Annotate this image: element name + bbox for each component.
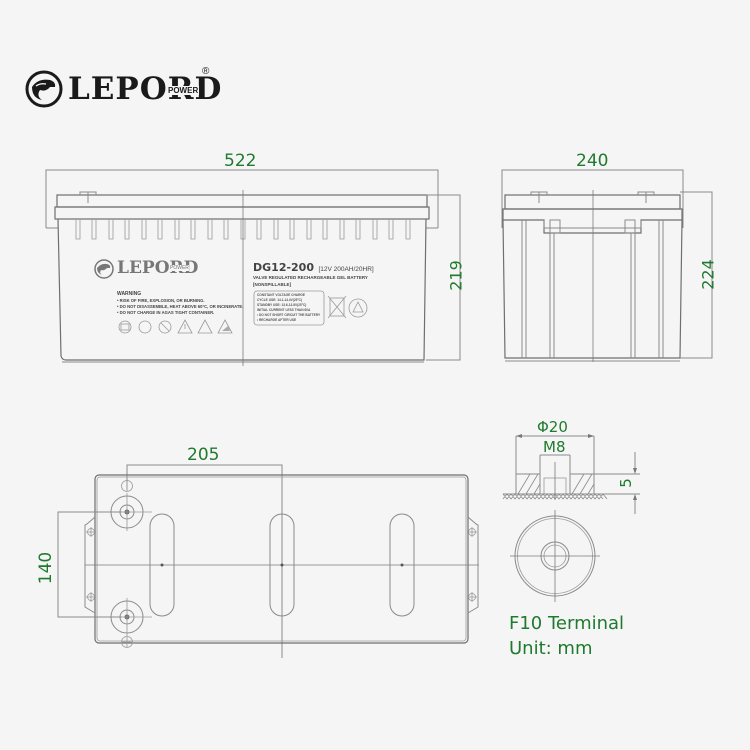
front-view [45,169,461,366]
warning-icons [118,319,233,334]
model-number: DG12-200 [12V 200AH/20HR] [253,258,374,276]
unit-label: Unit: mm [509,638,593,659]
registered-mark: ® [202,66,210,77]
read-manual-icon [118,320,132,334]
charge-info-box [253,290,325,326]
no-flame-icon [158,320,172,334]
terminal-top-view [510,510,600,602]
vent-slot [149,513,175,617]
acid-hazard-icon [197,319,213,334]
warning-line: • DO NOT DISASSEMBLE, HEAT ABOVE 60°C, O… [117,304,244,309]
vent-slot [269,513,295,617]
dim-terminal-spacing: 205 [187,445,220,465]
charge-line: • DO NOT SHORT CIRCUIT THE BATTERY [257,313,321,317]
caution-icon [177,319,193,334]
dim-terminal-pitch: 140 [36,551,56,585]
front-label-logo [94,259,114,279]
dim-height-side: 224 [698,259,718,290]
charge-info: CONSTANT VOLTAGE CHARGE CYCLE USE: 14.1-… [257,293,320,323]
brand-logo: LEPORD POWER ® [22,66,222,110]
battery-type-line: VALVE REGULATED RECHARGEABLE GEL BATTERY [253,275,368,280]
side-view [501,169,713,362]
front-label-brand: LEPORD POWER [117,258,198,278]
front-label-brand-sub: POWER [170,265,189,271]
terminal-section [502,434,640,514]
battery-type-line: [NONSPILLABLE] [253,282,291,287]
model-name: DG12-200 [253,261,314,274]
dim-outer-diameter: Φ20 [537,418,568,436]
battery-type: VALVE REGULATED RECHARGEABLE GEL BATTERY… [253,274,368,288]
leopard-head-icon [25,70,63,108]
charge-line: INITIAL CURRENT LESS THAN 60A [257,308,311,312]
charge-line: • RECHARGE AFTER USE [257,318,297,322]
charge-line: CONSTANT VOLTAGE CHARGE [257,293,305,297]
warning-line: • DO NOT CHARGE IN AGAS TIGHT CONTAINER. [117,310,215,315]
top-view [57,464,479,658]
model-spec: [12V 200AH/20HR] [318,266,374,273]
eye-protection-icon [138,320,152,334]
front-label-brand-name: LEPORD [117,258,199,278]
warning-list: • RISK OF FIRE, EXPLOSION, OR BURNING. •… [117,298,243,316]
no-trash-icon [329,297,345,317]
dim-width-side: 240 [576,151,609,171]
lid-ribs [75,219,411,240]
explosion-hazard-icon [217,319,233,334]
dim-height-front: 219 [446,260,466,291]
dim-thread: M8 [543,438,566,456]
dim-width-front: 522 [224,151,257,171]
brand-sub: POWER [167,86,200,95]
charge-line: CYCLE USE: 14.1-14.4V(25°C) [257,298,303,302]
vent-slot [389,513,415,617]
dim-terminal-height: 5 [617,478,635,488]
terminal-type-label: F10 Terminal [509,613,625,634]
negative-terminal-icon [108,598,152,648]
disposal-icons [327,295,368,319]
positive-terminal-icon [108,480,152,531]
warning-title: WARNING [117,291,142,297]
warning-line: • RISK OF FIRE, EXPLOSION, OR BURNING. [117,298,205,303]
charge-line: STANDBY USE: 13.6-13.8V(25°C) [257,303,307,307]
recycle-icon [348,298,368,318]
